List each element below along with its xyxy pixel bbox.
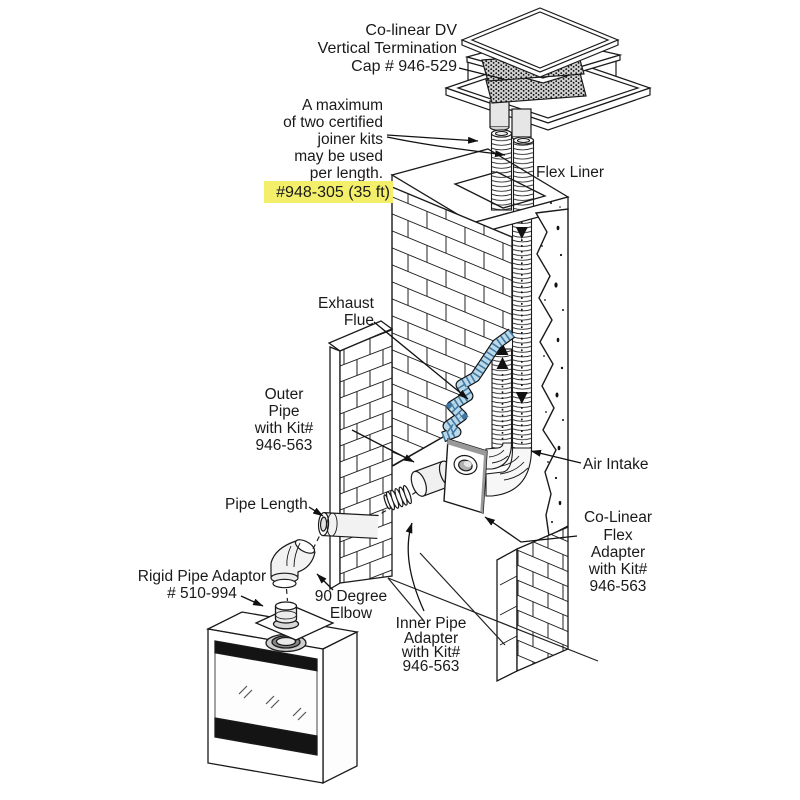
fireplace-side-face [322, 630, 358, 785]
inner-adapter-label: Inner Pipe [396, 615, 467, 632]
leader-exhaust-flue [373, 321, 469, 400]
inner-adapter-label: Adapter [404, 630, 458, 647]
glass-reflection [238, 685, 307, 721]
fireplace-frame-bottom [214, 717, 318, 756]
colinear-adapter-label: with Kit# [588, 561, 648, 578]
leader-cap [458, 67, 504, 80]
labels: Co-linear DV Vertical Termination Cap # … [138, 22, 652, 675]
inner-pipe-adapter-part [383, 485, 412, 511]
chimney-right-cut-face [534, 202, 569, 538]
rigid-adaptor-label: Rigid Pipe Adaptor [138, 568, 266, 585]
part-number-highlight [264, 181, 393, 203]
leader-elbow [316, 573, 334, 591]
outer-pipe-label: Pipe [268, 403, 299, 420]
flex-liner-left [490, 132, 513, 211]
leader-outer-pipe [351, 429, 415, 463]
pipe-length-part [317, 512, 379, 540]
outer-pipe-label: with Kit# [254, 420, 314, 437]
leader-inner-adapter [405, 522, 425, 612]
exhaust-flex-elbow [485, 442, 513, 470]
colinear-flex-adapter-plate [443, 438, 488, 514]
cap-label: Co-linear DV [365, 22, 457, 39]
rigid-pipe-adaptor-part [272, 601, 300, 630]
pipe-length-label: Pipe Length [225, 496, 308, 513]
through-wall-assembly [270, 438, 488, 602]
intake-flow-arrow-down-icon [515, 227, 528, 404]
alignment-dashes-elbow-adaptor [285, 588, 289, 602]
flex-liner-right [512, 139, 535, 216]
alignment-dashes-elbow-pipe [312, 532, 322, 550]
colinear-adapter-label: Adapter [591, 544, 645, 561]
interior-flex-pipes [485, 211, 533, 497]
masonry-speckles [541, 202, 564, 523]
termination-cap [444, 7, 652, 142]
leader-pipe-length [308, 506, 324, 517]
outer-pipe-label: 946-563 [256, 437, 313, 454]
leader-rigid-adaptor [240, 595, 264, 607]
cap-lid [460, 7, 620, 78]
joiner-note: A maximum [302, 97, 383, 114]
floor-lines [387, 552, 599, 662]
elbow-90-part [270, 539, 316, 589]
exhaust-flow-arrow-up-icon [496, 343, 509, 369]
front-wall-cut-end [329, 346, 341, 591]
colinear-adapter-label: Flex [603, 527, 633, 544]
cutaway-lower-edge [392, 436, 444, 467]
air-intake-label: Air Intake [583, 456, 648, 473]
chimney-front-face [391, 185, 516, 468]
inner-adapter-label: 946-563 [403, 658, 460, 675]
joiner-note: per length. [310, 165, 383, 182]
cap-support-legs [467, 55, 617, 103]
rigid-adaptor-label: # 510-994 [167, 585, 237, 602]
exhaust-flue-cut-edge [440, 328, 516, 443]
exhaust-flue-label: Flue [344, 312, 374, 329]
cap-label: Cap # 946-529 [351, 58, 457, 75]
elbow-label: Elbow [330, 605, 373, 622]
exhaust-flue-label: Exhaust [318, 295, 375, 312]
front-wall-brick-face [339, 328, 393, 584]
leader-joiner-left [386, 134, 479, 144]
front-wall [327, 320, 394, 591]
outer-pipe-label: Outer [265, 386, 304, 403]
colinear-adapter-label: 946-563 [590, 578, 647, 595]
joiner-note: may be used [294, 148, 383, 165]
fireplace-unit [205, 601, 360, 785]
leader-joiner-right [386, 136, 506, 158]
inner-adapter-label: with Kit# [401, 644, 461, 661]
leader-air-intake [530, 449, 582, 464]
chimney-lower-right-wall [496, 526, 569, 683]
joiner-note: joiner kits [317, 131, 384, 148]
joiner-note: of two certified [283, 114, 383, 131]
leader-lines [240, 67, 582, 612]
leader-colinear-adapter [484, 516, 578, 543]
elbow-label: 90 Degree [315, 588, 387, 605]
flex-liner-label: Flex Liner [536, 164, 604, 181]
part-number-label: #948-305 (35 ft) [276, 184, 390, 201]
colinear-adapter-label: Co-Linear [584, 509, 652, 526]
cap-label: Vertical Termination [318, 40, 457, 57]
